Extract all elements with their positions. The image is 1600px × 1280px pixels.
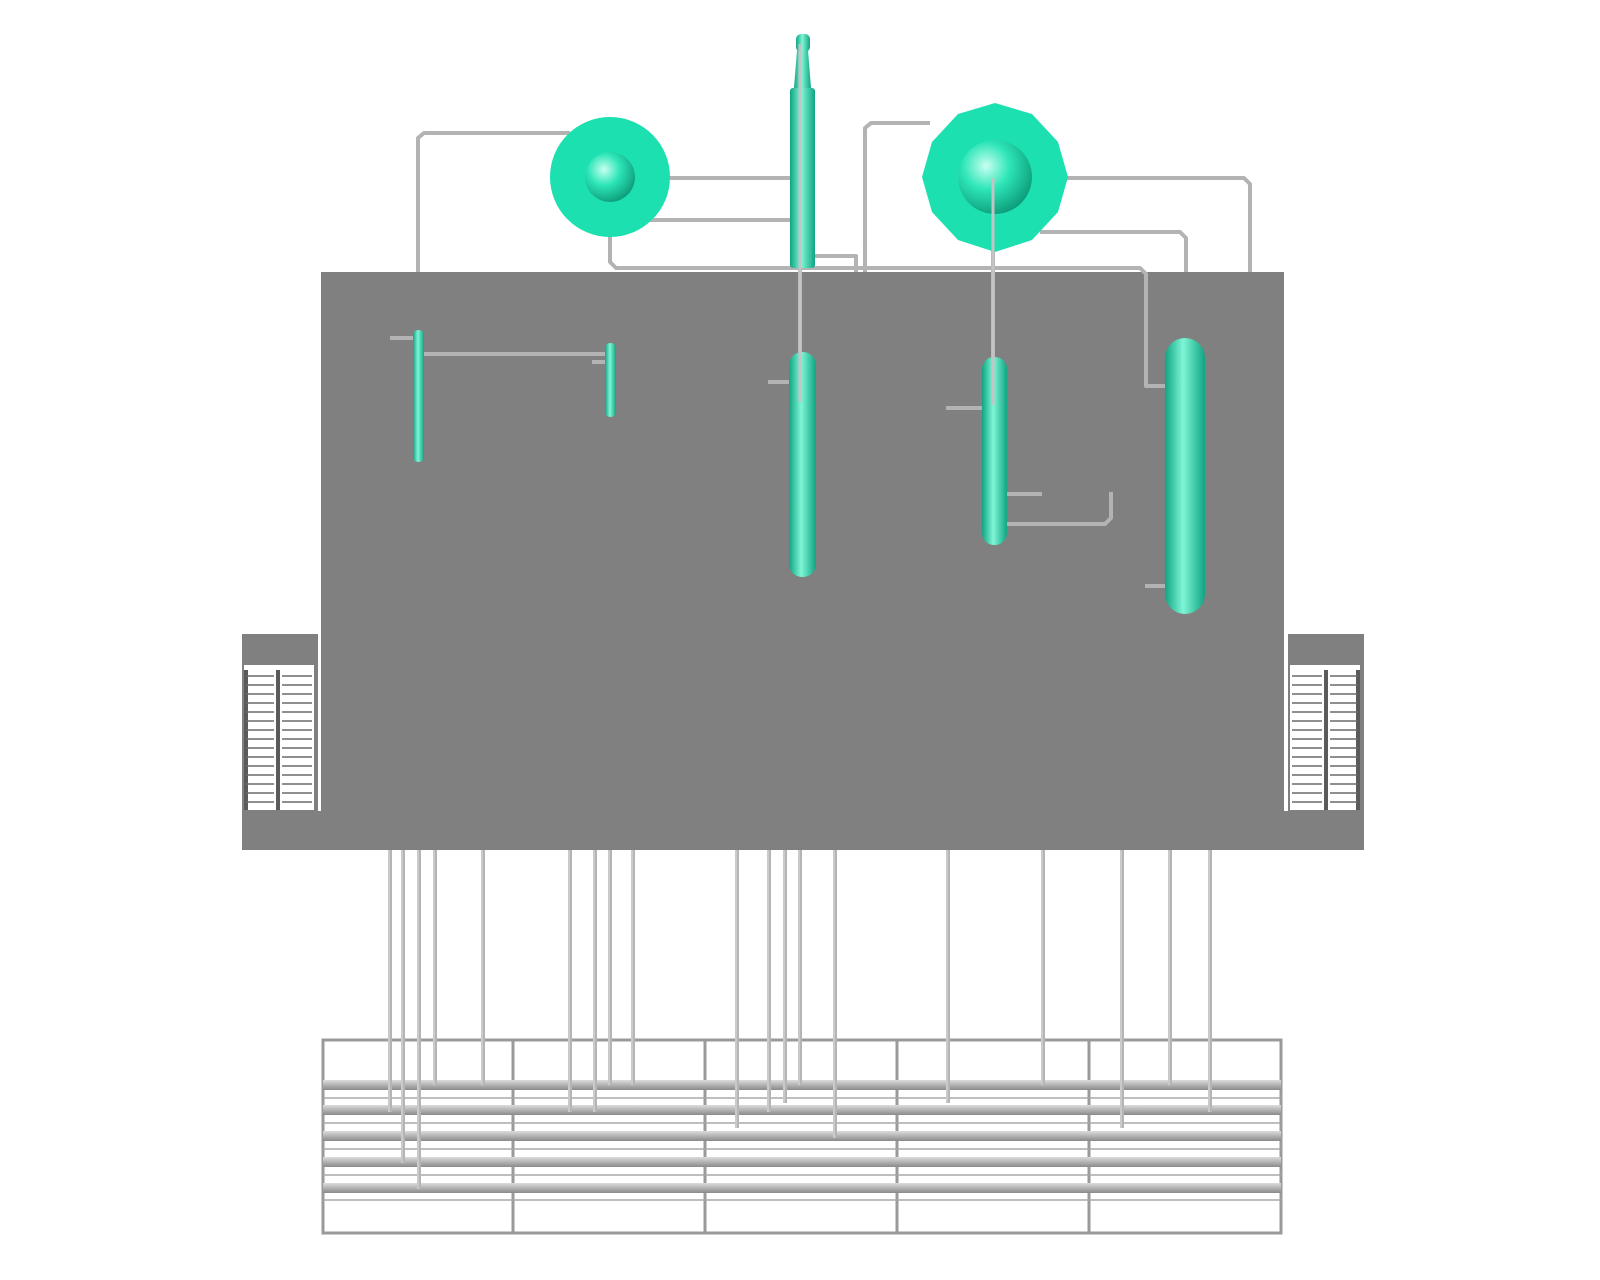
spherical-tank-left (550, 117, 670, 237)
pipe-sphere1-down (608, 210, 1165, 388)
equipment (413, 34, 1205, 614)
column-taper (794, 50, 811, 88)
platform-bottom-band (242, 811, 1364, 850)
distillation-column (790, 34, 815, 268)
header-pipe (323, 1157, 1281, 1167)
drop-pipes (388, 850, 1212, 1189)
vertical-vessel-icon (789, 352, 816, 577)
pipe-sphere2-right (1035, 176, 1252, 272)
pipe-left-loop (416, 131, 570, 272)
left-stairway (244, 665, 314, 810)
spherical-tank-icon (958, 140, 1032, 214)
stair-rail (244, 670, 248, 810)
overlay-piping (798, 44, 995, 405)
right-stairway (1290, 665, 1360, 810)
distillation-column-icon (790, 88, 815, 268)
rack-header-pipes (323, 1080, 1281, 1201)
header-pipe (323, 1131, 1281, 1141)
header-pipe (323, 1183, 1281, 1193)
stair-rail (276, 670, 280, 810)
vertical-vessel-icon (1165, 338, 1205, 614)
header-pipe (323, 1105, 1281, 1115)
vertical-vessel-icon (605, 343, 616, 417)
column-top (796, 34, 810, 52)
pipe-right-loop (863, 121, 930, 272)
vertical-vessel-icon (982, 357, 1007, 545)
vertical-vessel-icon (413, 330, 424, 462)
pipe-mid-bridge (812, 254, 858, 272)
stairways (244, 665, 1360, 810)
pipe-sphere2-lower (1040, 230, 1188, 272)
pipe-vessel4-elbow (1005, 492, 1113, 526)
stair-rail (1356, 670, 1360, 810)
stair-rail (1324, 670, 1328, 810)
spherical-tank-right (922, 103, 1068, 252)
spherical-tank-icon (585, 152, 635, 202)
